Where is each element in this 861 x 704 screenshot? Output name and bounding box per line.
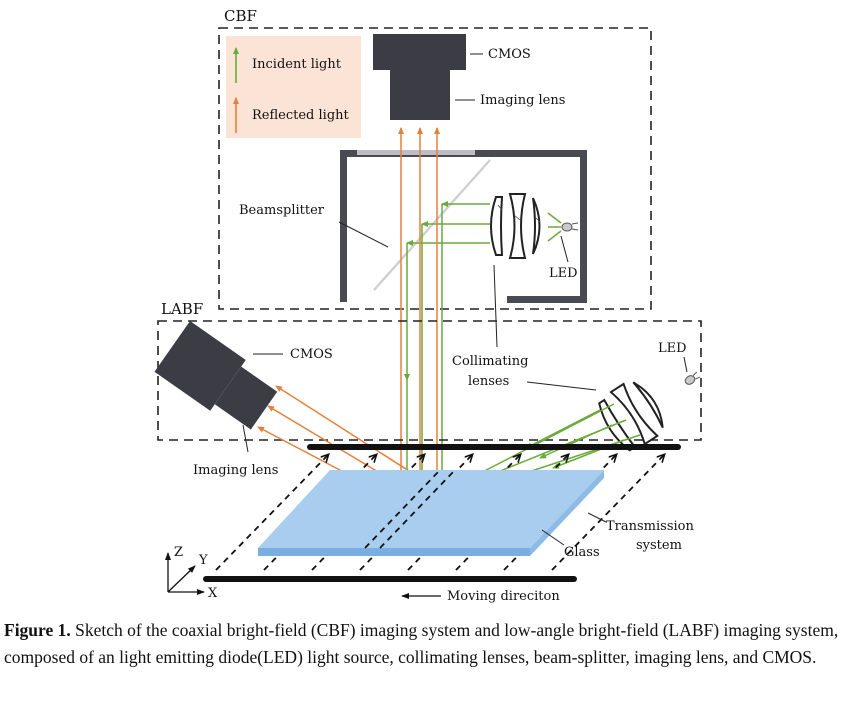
beamsplitter-housing: [340, 150, 587, 303]
legend-reflected: Reflected light: [252, 108, 350, 123]
legend: Incident light Reflected light: [226, 36, 361, 138]
glass-label: Glass: [564, 545, 600, 560]
axis-x-label: X: [208, 586, 218, 601]
beamsplitter: [373, 159, 491, 291]
imaging-lens-top: [390, 70, 450, 120]
labf-camera: [154, 321, 278, 430]
imaging-lens-top-label: Imaging lens: [480, 93, 565, 108]
axis-y-label: Y: [198, 553, 208, 568]
transmission-label-1: Transmission: [606, 519, 694, 534]
collimating-label-2: lenses: [468, 374, 509, 389]
glass-plate: [258, 470, 604, 556]
labf-collimating-lenses: [598, 381, 664, 452]
beamsplitter-label: Beamsplitter: [239, 203, 325, 218]
cmos-top: [373, 34, 466, 70]
cbf-box: [218, 27, 652, 310]
axis-z-label: Z: [174, 545, 183, 560]
cmos-left-label: CMOS: [290, 347, 333, 362]
cmos-top-label: CMOS: [488, 47, 531, 62]
diagram: CBF Incident light Reflected light CMOS …: [154, 7, 702, 604]
labf-box: [157, 320, 702, 441]
led-right-label: LED: [658, 341, 687, 356]
figure-caption: Figure 1. Sketch of the coaxial bright-f…: [4, 617, 854, 671]
glass-overlay-lines: [364, 469, 456, 549]
transmission-label-2: system: [636, 538, 682, 553]
caption-text: Sketch of the coaxial bright-field (CBF)…: [4, 620, 839, 667]
led-top: [561, 222, 573, 232]
axes: [165, 552, 205, 595]
cbf-collimating-lenses: [490, 193, 541, 259]
collimating-label-1: Collimating: [452, 354, 528, 369]
cbf-label: CBF: [224, 7, 257, 25]
imaging-lens-left-label: Imaging lens: [193, 463, 278, 478]
moving-direction-label: Moving direciton: [447, 589, 560, 604]
labf-label: LABF: [161, 300, 203, 318]
caption-label: Figure 1.: [4, 620, 71, 640]
led-right: [684, 371, 701, 385]
led-top-label: LED: [549, 266, 578, 281]
legend-incident: Incident light: [252, 57, 342, 72]
